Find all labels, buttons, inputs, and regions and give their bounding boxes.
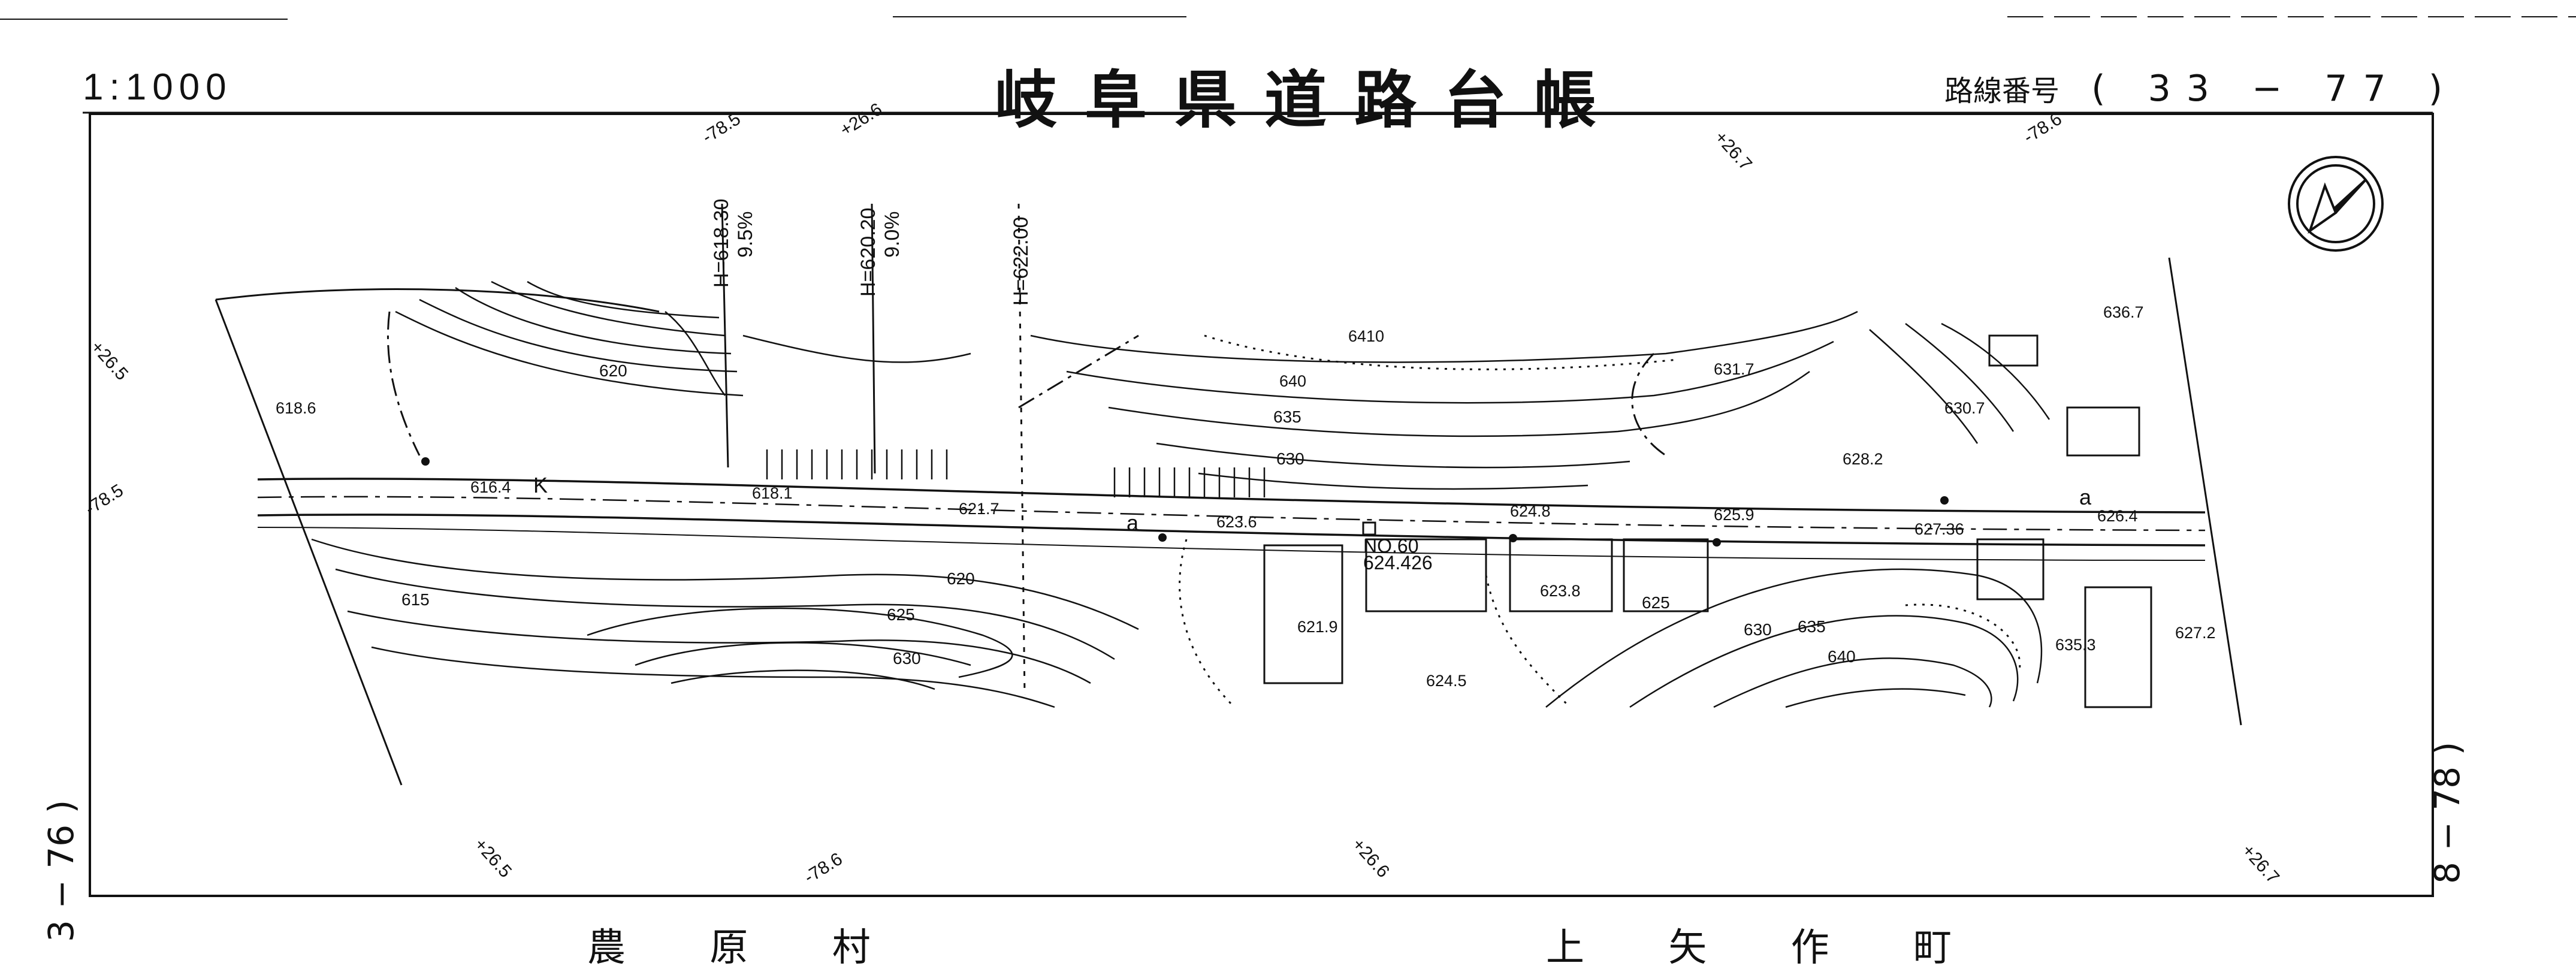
- section-labels: H=618.30 9.5% H=620.20 9.0% H=622.00: [710, 199, 1032, 306]
- grid-marks: +26.6 -78.5 +26.7 -78.6 +26.5 -78.5 +26.…: [81, 99, 2283, 888]
- spot-height: 623.6: [1216, 513, 1257, 531]
- spot-height: 624.5: [1426, 672, 1467, 690]
- spot-height: 640: [1279, 372, 1306, 390]
- route-number: 路線番号 ( 33 − 77 ): [1944, 67, 2458, 110]
- grid-mark: +26.6: [1348, 835, 1393, 882]
- spot-height: 627.36: [1914, 520, 1964, 538]
- contour-lines: [257, 280, 2206, 708]
- spot-height: 618.6: [276, 399, 316, 417]
- grid-mark: +26.5: [470, 835, 515, 882]
- survey-points: [421, 457, 1949, 547]
- contour-label: 625: [887, 605, 915, 624]
- spot-heights: 6410 640 636.7 631.7 630.7 628.2 618.6 6…: [276, 303, 2216, 690]
- station-marker: NO.60 624.426: [1362, 521, 1433, 573]
- spot-height: 625.9: [1714, 506, 1754, 524]
- spot-height: 616.4: [470, 478, 511, 496]
- scale-label: 1:1000: [83, 67, 232, 108]
- route-label: 路線番号: [1944, 74, 2060, 108]
- route-value: ( 33 − 77 ): [2091, 68, 2459, 110]
- contour-label: 630: [893, 649, 921, 668]
- station-elevation: 624.426: [1363, 552, 1433, 573]
- survey-area: [215, 257, 2242, 786]
- grid-mark: +26.5: [87, 337, 132, 385]
- spot-height: 624.8: [1510, 502, 1551, 520]
- spot-height: 631.7: [1714, 360, 1754, 378]
- map-symbol: a: [1127, 511, 1139, 535]
- station-number: NO.60: [1363, 535, 1418, 557]
- contour-label: 640: [1828, 647, 1856, 666]
- contour-label: 620: [599, 361, 627, 380]
- contour-label: 615: [401, 590, 430, 609]
- map-frame: [89, 113, 2434, 897]
- section-grade: 9.0%: [881, 212, 904, 258]
- spot-height: 621.9: [1297, 618, 1338, 636]
- grid-mark: +26.7: [2238, 841, 2283, 888]
- contour-label: 635: [1798, 617, 1826, 636]
- spot-height: 636.7: [2103, 303, 2144, 321]
- spot-height: 630.7: [1944, 399, 1985, 417]
- contour-label: 630: [1744, 620, 1772, 639]
- page-title: 岐阜県道路台帳: [995, 64, 1624, 137]
- contour-label: 625: [1642, 593, 1670, 612]
- section-grade: 9.5%: [734, 212, 757, 258]
- map-symbol: a: [2079, 485, 2092, 509]
- north-arrow-icon: [2288, 156, 2384, 252]
- station-box: [1362, 521, 1376, 536]
- buildings: [1263, 334, 2152, 708]
- contour-label: 635: [1273, 407, 1301, 426]
- map-symbols: K a a: [533, 473, 2092, 535]
- cut-slope: [766, 449, 1266, 497]
- spot-height: 627.2: [2175, 624, 2216, 642]
- section-height: H=622.00: [1010, 217, 1032, 306]
- contour-label: 620: [947, 569, 975, 588]
- spot-height: 635.3: [2055, 636, 2096, 654]
- contour-labels: 620 635 630 620 625 630 615 625 630 635 …: [401, 361, 1856, 668]
- section-height: H=618.30: [710, 199, 733, 288]
- map-symbol: K: [533, 473, 548, 497]
- map-canvas: +26.6 -78.5 +26.7 -78.6 +26.5 -78.5 +26.…: [0, 16, 2576, 897]
- spot-height: 618.1: [752, 484, 793, 502]
- section-lines: [721, 203, 1026, 696]
- spot-height: 621.7: [959, 500, 999, 518]
- grid-mark: -78.5: [81, 481, 126, 519]
- dotted-boundaries: [1179, 334, 2021, 708]
- spot-height: 623.8: [1540, 582, 1581, 600]
- grid-mark: -78.6: [801, 849, 845, 888]
- grid-mark: +26.6: [836, 99, 886, 140]
- section-height: H=620.20: [857, 208, 880, 297]
- spot-height: 6410: [1348, 327, 1384, 345]
- grid-mark: +26.7: [1711, 128, 1756, 175]
- spot-height: 626.4: [2097, 507, 2138, 525]
- spot-height: 628.2: [1843, 450, 1883, 468]
- dash-dot-lines: [386, 311, 1666, 457]
- contour-label: 630: [1276, 449, 1304, 468]
